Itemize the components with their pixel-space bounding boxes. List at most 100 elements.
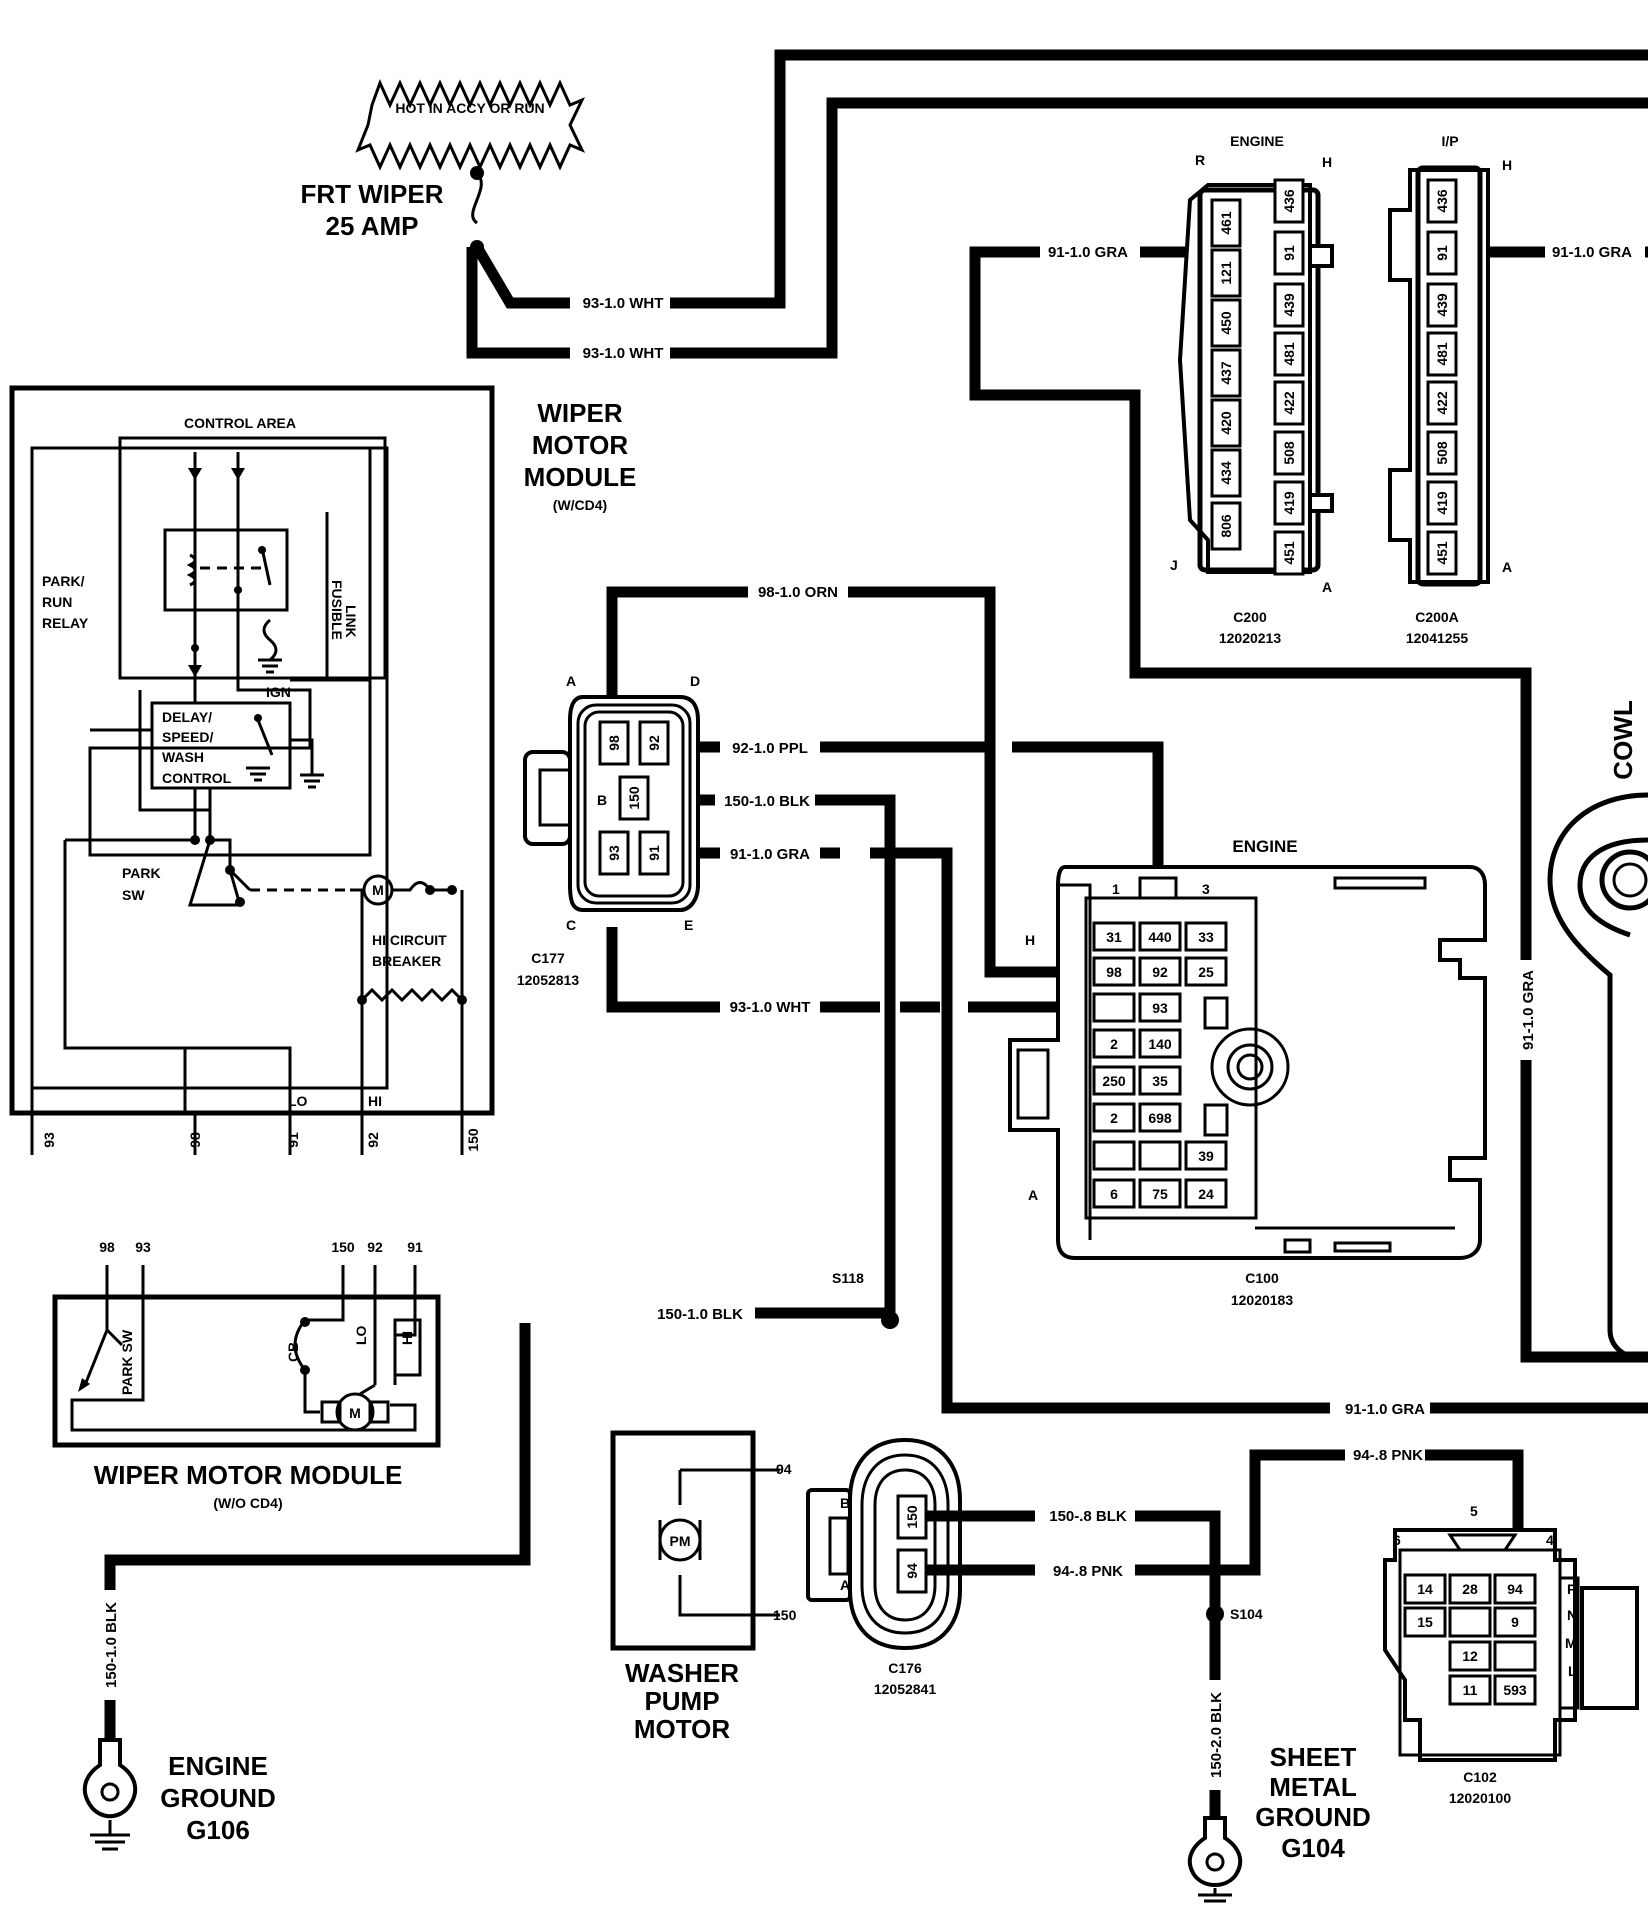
svg-text:15: 15 (1417, 1614, 1433, 1630)
svg-text:436: 436 (1434, 189, 1450, 213)
ign-label: IGN (266, 684, 291, 700)
c100-title: ENGINE (1232, 837, 1297, 856)
wire-label-94-c176: 94-.8 PNK (1053, 1563, 1123, 1580)
c200-part: 12020213 (1219, 630, 1282, 646)
wo-title: WIPER MOTOR MODULE (94, 1460, 403, 1490)
wiper-module-wo-box (52, 1294, 441, 1448)
svg-text:2: 2 (1110, 1036, 1118, 1052)
svg-text:75: 75 (1152, 1186, 1168, 1202)
wire-label-93-top: 93-1.0 WHT (583, 295, 664, 312)
wire-94-c176 (926, 1449, 1524, 1600)
wo-pin-91: 91 (407, 1239, 423, 1255)
c200-name: C200 (1233, 609, 1267, 625)
wiper-motor-cd4: M (350, 874, 457, 906)
c102-corner-5: 5 (1470, 1503, 1478, 1519)
c200-corner-j: J (1170, 557, 1178, 573)
c176-corner-b: B (840, 1495, 850, 1511)
svg-text:39: 39 (1198, 1148, 1214, 1164)
washer-pin-bottom: 150 (773, 1607, 797, 1623)
c177-connector: 98 92 150 93 91 (523, 695, 700, 912)
s104-label: S104 (1230, 1606, 1263, 1622)
svg-text:806: 806 (1218, 514, 1234, 538)
svg-text:150: 150 (904, 1505, 920, 1529)
c102-corner-6: 6 (1393, 1532, 1401, 1548)
engine-ground-line1: ENGINE (168, 1751, 268, 1781)
park-switch (65, 728, 365, 907)
fuse-hot-label: HOT IN ACCY OR RUN (355, 79, 586, 171)
svg-text:33: 33 (1198, 929, 1214, 945)
svg-text:440: 440 (1148, 929, 1172, 945)
wire-91-c200-left (969, 246, 1648, 1363)
wire-98 (606, 586, 1090, 978)
delay-label-line3: WASH (162, 749, 204, 765)
c100-part: 12020183 (1231, 1292, 1294, 1308)
wiper-module-box (9, 385, 495, 1116)
c200-title: ENGINE (1230, 133, 1284, 149)
s118-splice-dot (881, 1311, 899, 1329)
s118-label: S118 (832, 1270, 864, 1286)
relay-label-line1: PARK/ (42, 573, 85, 589)
c176-name: C176 (888, 1660, 922, 1676)
svg-text:121: 121 (1218, 261, 1234, 285)
cowl-structure (1547, 792, 1648, 1363)
wo-motor-label: M (349, 1405, 361, 1421)
c102-side-n: N (1567, 1607, 1577, 1623)
wo-pin-150: 150 (331, 1239, 355, 1255)
c100-corner-3: 3 (1202, 881, 1210, 897)
c177-corner-d: D (690, 673, 700, 689)
washer-line3: MOTOR (634, 1714, 731, 1744)
c102-name: C102 (1463, 1769, 1497, 1785)
c176-part: 12052841 (874, 1681, 937, 1697)
sheet-ground-line3: GROUND (1255, 1802, 1371, 1832)
wire-150-c176 (926, 1510, 1221, 1610)
c177-corner-a: A (566, 673, 576, 689)
wire-label-98: 98-1.0 ORN (758, 584, 838, 601)
svg-text:481: 481 (1281, 342, 1297, 366)
c100-corner-1: 1 (1112, 881, 1120, 897)
cowl-label: COWL (1608, 700, 1638, 780)
fuse-name-line1: FRT WIPER (301, 179, 444, 209)
c200-corner-a: A (1322, 579, 1332, 595)
c200a-part: 12041255 (1406, 630, 1469, 646)
svg-text:698: 698 (1148, 1110, 1172, 1126)
svg-text:419: 419 (1281, 491, 1297, 515)
svg-text:92: 92 (1152, 964, 1168, 980)
washer-line1: WASHER (625, 1658, 739, 1688)
wo-internals: M (70, 1265, 422, 1432)
wo-hi: HI (399, 1331, 415, 1345)
wire-label-91-vertical: 91-1.0 GRA (1520, 970, 1537, 1050)
hi-cb-line2: BREAKER (372, 953, 441, 969)
wire-label-91-bottom: 91-1.0 GRA (1345, 1401, 1425, 1418)
sheet-ground-line4: G104 (1281, 1833, 1345, 1863)
svg-text:93: 93 (606, 845, 622, 861)
washer-line2: PUMP (644, 1686, 719, 1716)
svg-text:98: 98 (187, 1132, 203, 1148)
svg-text:150: 150 (465, 1128, 481, 1152)
delay-label-line4: CONTROL (162, 770, 232, 786)
svg-text:451: 451 (1434, 541, 1450, 565)
svg-text:422: 422 (1434, 391, 1450, 415)
wire-93-bottom (466, 97, 1648, 359)
svg-text:250: 250 (1102, 1073, 1126, 1089)
svg-text:481: 481 (1434, 342, 1450, 366)
svg-text:593: 593 (1503, 1682, 1527, 1698)
wire-label-94-top: 94-.8 PNK (1353, 1447, 1423, 1464)
washer-pump-box: PM (610, 1430, 780, 1651)
svg-text:437: 437 (1218, 361, 1234, 385)
svg-text:24: 24 (1198, 1186, 1214, 1202)
hi-label: HI (368, 1093, 382, 1109)
c102-pins: 14 28 94 15 9 12 11 593 (1403, 1573, 1537, 1706)
c102-side-p: P (1567, 1581, 1576, 1597)
svg-text:14: 14 (1417, 1581, 1433, 1597)
c100-pins: 31 440 33 98 92 25 93 2 140 250 35 2 698… (1092, 921, 1228, 1209)
wiper-module-title-line2: MOTOR (532, 430, 629, 460)
c200a-corner-h: H (1502, 157, 1512, 173)
fuse-hot-text: HOT IN ACCY OR RUN (395, 100, 544, 116)
svg-text:91: 91 (1281, 245, 1297, 261)
wire-label-93-bottom: 93-1.0 WHT (583, 345, 664, 362)
svg-text:28: 28 (1462, 1581, 1478, 1597)
svg-text:451: 451 (1281, 541, 1297, 565)
delay-label-line2: SPEED/ (162, 729, 213, 745)
svg-text:94: 94 (904, 1563, 920, 1579)
c102-side-l: L (1568, 1663, 1577, 1679)
